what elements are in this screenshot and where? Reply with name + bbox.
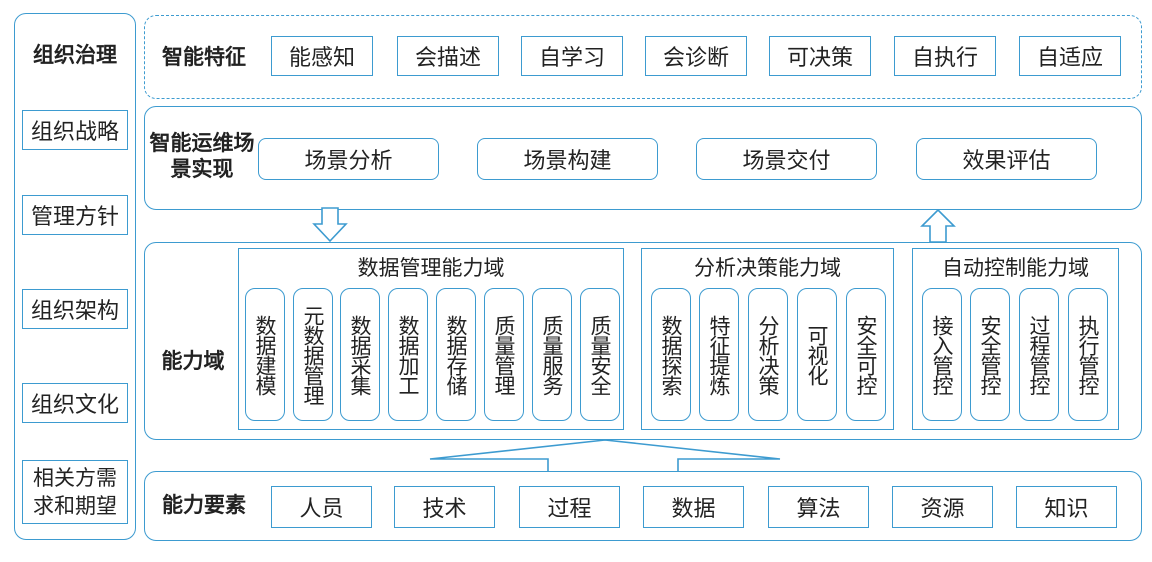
capability-item-metadata-management: 元数据管理 bbox=[293, 288, 333, 421]
up-arrow-icon bbox=[920, 208, 956, 243]
feature-self-learn: 自学习 bbox=[521, 36, 623, 76]
feature-diagnose: 会诊断 bbox=[645, 36, 747, 76]
features-panel bbox=[144, 15, 1142, 99]
element-resources: 资源 bbox=[892, 486, 993, 528]
feature-self-execute: 自执行 bbox=[894, 36, 996, 76]
scenario-analysis: 场景分析 bbox=[258, 138, 439, 180]
capability-item-secure-control: 安全可控 bbox=[846, 288, 886, 421]
governance-item-structure: 组织架构 bbox=[22, 289, 128, 329]
capability-item-data-processing: 数据加工 bbox=[388, 288, 428, 421]
feature-decide: 可决策 bbox=[769, 36, 871, 76]
governance-item-policy: 管理方针 bbox=[22, 195, 128, 235]
capability-item-quality-management: 质量管理 bbox=[484, 288, 524, 421]
capability-item-execution-control: 执行管控 bbox=[1068, 288, 1108, 421]
capability-item-data-storage: 数据存储 bbox=[436, 288, 476, 421]
capability-item-data-exploration: 数据探索 bbox=[651, 288, 691, 421]
analysis-decision-title: 分析决策能力域 bbox=[694, 256, 841, 280]
capability-item-visualization: 可视化 bbox=[797, 288, 837, 421]
capability-item-access-control: 接入管控 bbox=[922, 288, 962, 421]
governance-panel bbox=[14, 13, 136, 540]
capability-title: 能力域 bbox=[161, 349, 225, 373]
scenario-delivery: 场景交付 bbox=[696, 138, 877, 180]
scenario-title: 智能运维场景实现 bbox=[149, 131, 255, 181]
elements-title: 能力要素 bbox=[162, 493, 246, 517]
capability-item-quality-security: 质量安全 bbox=[580, 288, 620, 421]
big-up-arrow-icon bbox=[429, 439, 781, 471]
capability-item-analysis-decision: 分析决策 bbox=[748, 288, 788, 421]
feature-self-adapt: 自适应 bbox=[1019, 36, 1121, 76]
automatic-control-title: 自动控制能力域 bbox=[942, 256, 1089, 280]
governance-item-culture: 组织文化 bbox=[22, 383, 128, 423]
governance-title: 组织治理 bbox=[33, 43, 117, 67]
governance-item-stakeholder: 相关方需求和期望 bbox=[22, 460, 128, 524]
element-data: 数据 bbox=[643, 486, 744, 528]
scenario-evaluation: 效果评估 bbox=[916, 138, 1097, 180]
down-arrow-icon bbox=[312, 207, 348, 243]
capability-item-quality-service: 质量服务 bbox=[532, 288, 572, 421]
data-management-domain bbox=[238, 248, 624, 430]
capability-item-feature-extraction: 特征提炼 bbox=[699, 288, 739, 421]
data-management-title: 数据管理能力域 bbox=[357, 256, 505, 280]
feature-perceive: 能感知 bbox=[271, 36, 373, 76]
capability-item-data-collection: 数据采集 bbox=[340, 288, 380, 421]
capability-item-process-control: 过程管控 bbox=[1019, 288, 1059, 421]
scenario-build: 场景构建 bbox=[477, 138, 658, 180]
element-technology: 技术 bbox=[394, 486, 495, 528]
features-title: 智能特征 bbox=[162, 45, 246, 69]
element-algorithm: 算法 bbox=[768, 486, 869, 528]
governance-item-strategy: 组织战略 bbox=[22, 110, 128, 150]
feature-describe: 会描述 bbox=[397, 36, 499, 76]
capability-item-security-control: 安全管控 bbox=[970, 288, 1010, 421]
element-people: 人员 bbox=[271, 486, 372, 528]
capability-item-data-modeling: 数据建模 bbox=[245, 288, 285, 421]
automatic-control-domain bbox=[912, 248, 1119, 430]
analysis-decision-domain bbox=[641, 248, 894, 430]
element-process: 过程 bbox=[519, 486, 620, 528]
element-knowledge: 知识 bbox=[1016, 486, 1117, 528]
